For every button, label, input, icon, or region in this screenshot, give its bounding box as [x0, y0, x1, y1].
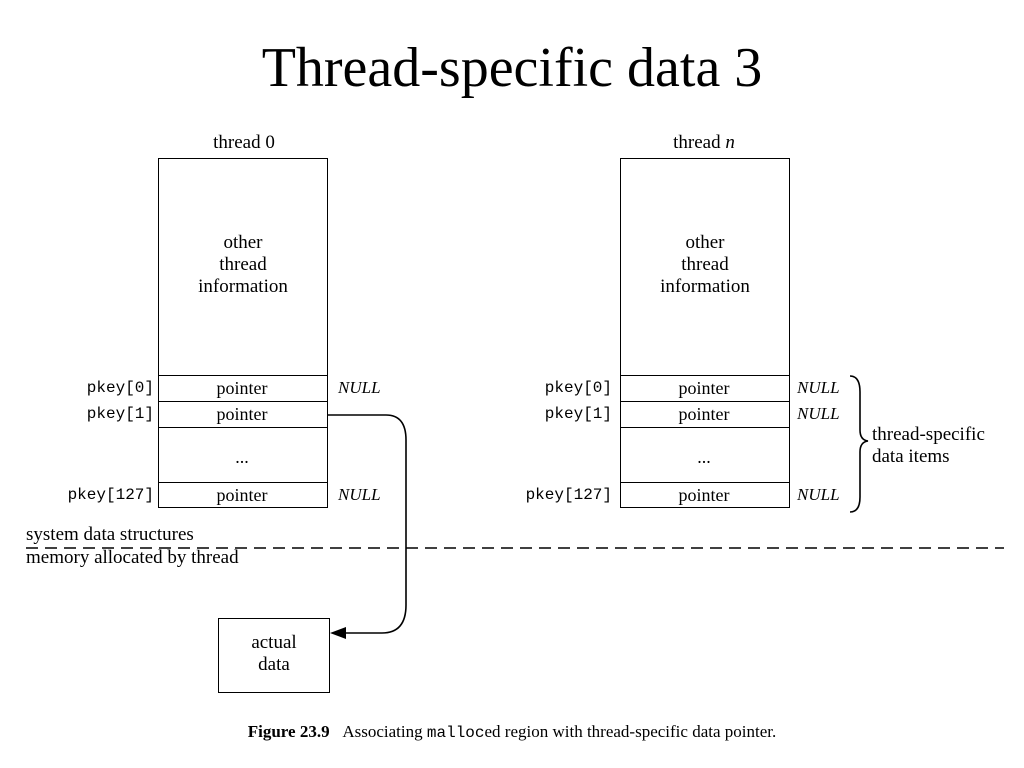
thread-0-info-line: thread	[219, 254, 267, 275]
thread-0-row-divider	[158, 482, 328, 483]
thread-n-cell-pkey0: pointer	[678, 378, 730, 398]
thread-n-row-divider	[620, 401, 790, 402]
thread-n-box	[620, 158, 790, 508]
thread-0-label-prefix: thread	[213, 132, 266, 153]
thread-0-key-label: pkey[127]	[67, 486, 154, 504]
thread-n-cell-ellipsis: ...	[697, 447, 711, 467]
caption-text-after: ed region with thread-specific data poin…	[484, 722, 777, 741]
data-items-brace	[849, 375, 869, 513]
thread-0-box	[158, 158, 328, 508]
thread-n-row-divider	[620, 427, 790, 428]
thread-n-key-label: pkey[127]	[525, 486, 612, 504]
thread-n-key-label: pkey[0]	[544, 379, 612, 397]
thread-n-cell-pkey127: pointer	[678, 485, 730, 505]
thread-n-row-divider	[620, 375, 790, 376]
thread-memory-label: memory allocated by thread	[26, 547, 239, 568]
thread-n-info-line: thread	[681, 254, 729, 275]
system-data-label: system data structures	[26, 524, 194, 545]
thread-0-null-label: NULL	[338, 485, 381, 504]
actual-data-line: data	[258, 654, 290, 675]
thread-n-cell-pkey1: pointer	[678, 404, 730, 424]
slide-title: Thread-specific data 3	[261, 37, 763, 99]
thread-n-null-label: NULL	[797, 378, 840, 397]
figure-caption: Figure 23.9 Associating malloced region …	[0, 722, 1024, 742]
brace-label-line: data items	[872, 446, 950, 467]
thread-n-info-line: other	[685, 232, 725, 253]
brace-label-line: thread-specific	[872, 424, 985, 445]
actual-data-line: actual	[251, 632, 297, 653]
thread-0-cell-ellipsis: ...	[235, 447, 249, 467]
thread-n-label-index: n	[725, 132, 735, 153]
figure-number: Figure 23.9	[247, 722, 330, 741]
caption-code: malloc	[426, 724, 485, 742]
thread-0-cell-pkey0: pointer	[216, 378, 268, 398]
brace-label: thread-specific data items	[872, 424, 985, 468]
thread-0-label-index: 0	[265, 132, 275, 153]
thread-n-row-divider	[620, 482, 790, 483]
thread-n-key-label: pkey[1]	[544, 405, 612, 423]
actual-data-text: actual data	[218, 632, 330, 676]
pointer-arrow-line	[326, 414, 407, 634]
thread-0-info-line: information	[198, 276, 288, 297]
thread-0-info-line: other	[223, 232, 263, 253]
thread-0-cell-pkey127: pointer	[216, 485, 268, 505]
thread-0-info: other thread information	[158, 232, 328, 298]
thread-n-label-prefix: thread	[673, 132, 726, 153]
thread-0-row-divider	[158, 375, 328, 376]
actual-data-box	[218, 618, 330, 693]
thread-0-cell-pkey1: pointer	[216, 404, 268, 424]
thread-n-info-line: information	[660, 276, 750, 297]
thread-n-info: other thread information	[620, 232, 790, 298]
thread-n-label: thread n	[634, 132, 774, 154]
caption-text-before: Associating	[342, 722, 427, 741]
thread-0-row-divider	[158, 401, 328, 402]
thread-0-key-label: pkey[1]	[86, 405, 154, 423]
thread-0-label: thread 0	[174, 132, 314, 154]
thread-0-null-label: NULL	[338, 378, 381, 397]
thread-0-key-label: pkey[0]	[86, 379, 154, 397]
pointer-arrowhead	[330, 627, 346, 639]
thread-n-null-label: NULL	[797, 404, 840, 423]
thread-0-row-divider	[158, 427, 328, 428]
thread-n-null-label: NULL	[797, 485, 840, 504]
